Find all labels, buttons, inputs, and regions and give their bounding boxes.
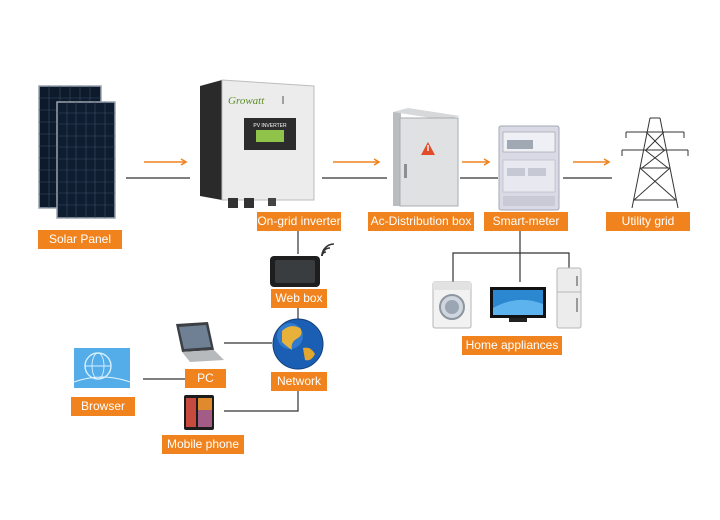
label-ac-box: Ac-Distribution box <box>368 212 474 231</box>
label-solar-panel: Solar Panel <box>38 230 122 249</box>
globe-icon <box>272 318 324 370</box>
web-box-icon <box>270 256 320 287</box>
refrigerator-icon <box>556 267 582 329</box>
mobile-phone-icon <box>184 395 214 430</box>
label-pc: PC <box>185 369 226 388</box>
label-smart-meter: Smart-meter <box>484 212 568 231</box>
smart-meter-icon <box>498 125 560 211</box>
connection-lines <box>126 177 612 412</box>
distribution-box-icon <box>393 108 460 207</box>
label-network: Network <box>271 372 327 391</box>
label-inverter: On-grid inverter <box>257 212 341 231</box>
inverter-screen-text: PV INVERTER <box>253 123 287 129</box>
line-phone-network <box>224 391 299 412</box>
arrow-icon <box>144 158 611 166</box>
solar-panel-icon <box>38 85 116 219</box>
line-appliance-bus <box>452 252 570 282</box>
tv-icon <box>490 287 546 322</box>
label-home-appliances: Home appliances <box>462 336 562 355</box>
label-mobile-phone: Mobile phone <box>162 435 244 454</box>
browser-icon <box>73 348 131 388</box>
wifi-icon <box>321 243 335 257</box>
label-utility-grid: Utility grid <box>606 212 690 231</box>
label-web-box: Web box <box>271 289 327 308</box>
inverter-brand-text: Growatt <box>228 95 265 107</box>
power-tower-icon <box>621 117 689 209</box>
laptop-icon <box>176 322 224 362</box>
washing-machine-icon <box>432 281 472 329</box>
label-browser: Browser <box>71 397 135 416</box>
inverter-icon: PV INVERTER Growatt <box>200 79 315 208</box>
